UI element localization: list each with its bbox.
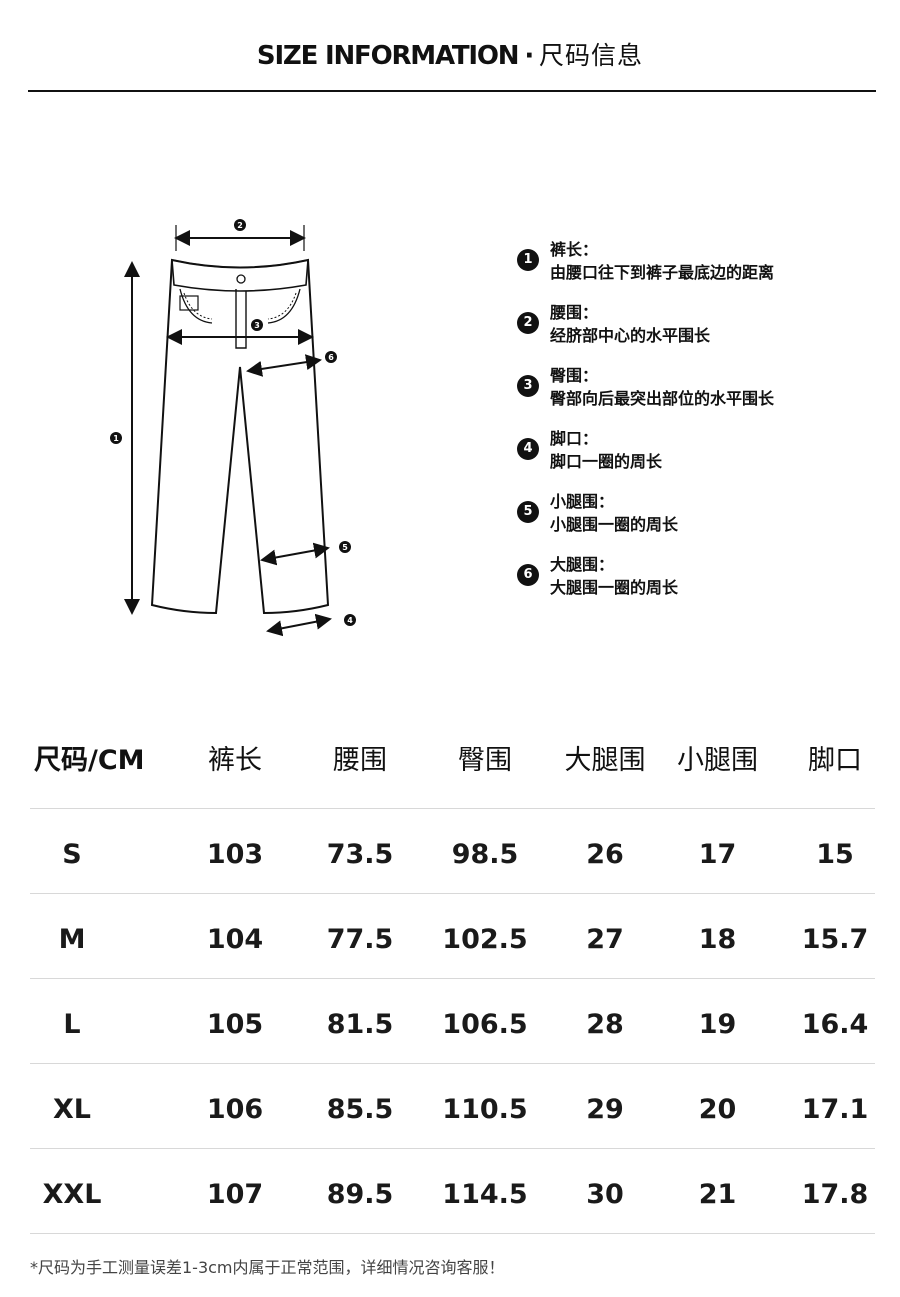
cell-calf: 21 [698, 1179, 737, 1210]
legend-title: 裤长： [550, 240, 599, 259]
footnote: *尺码为手工测量误差1-3cm内属于正常范围，详细情况咨询客服！ [30, 1258, 505, 1277]
measurement-lines [124, 225, 332, 637]
header-size: 尺码/CM [34, 745, 145, 776]
cell-waist: 89.5 [326, 1179, 394, 1210]
cell-length: 105 [206, 1009, 264, 1040]
cell-size: L [63, 1009, 81, 1040]
legend-description: 由腰口往下到裤子最底边的距离 [550, 263, 775, 282]
pants-outline [150, 258, 330, 615]
cell-calf: 17 [698, 839, 737, 870]
table-row: S 103 73.5 98.5 26 17 15 [30, 809, 875, 894]
table-row: L 105 81.5 106.5 28 19 16.4 [30, 979, 875, 1064]
legend-item: 6 大腿围： 大腿围一圈的周长 [517, 551, 857, 614]
title-separator: · [524, 41, 534, 71]
legend-description: 经脐部中心的水平围长 [550, 326, 711, 345]
title-cn: 尺码信息 [539, 41, 644, 70]
title-en: SIZE INFORMATION [256, 41, 520, 71]
cell-hip: 110.5 [442, 1094, 528, 1125]
cell-thigh: 26 [586, 839, 624, 870]
cell-size: S [62, 839, 82, 870]
header-calf: 小腿围 [677, 745, 758, 776]
cell-hem: 15.7 [801, 924, 869, 955]
page-title: SIZE INFORMATION·尺码信息 [0, 36, 900, 72]
header-length: 裤长 [208, 745, 262, 776]
cell-hem: 17.8 [801, 1179, 869, 1210]
legend-item: 3 臀围： 臀部向后最突出部位的水平围长 [517, 362, 857, 425]
legend-item: 1 裤长： 由腰口往下到裤子最底边的距离 [517, 236, 857, 299]
cell-hip: 114.5 [442, 1179, 528, 1210]
header-hip: 臀围 [458, 745, 512, 776]
cell-waist: 81.5 [326, 1009, 394, 1040]
calf-line [260, 542, 330, 566]
legend-description: 大腿围一圈的周长 [550, 578, 679, 597]
legend-item: 4 脚口： 脚口一圈的周长 [517, 425, 857, 488]
legend-title: 小腿围： [550, 492, 615, 511]
header-waist: 腰围 [333, 745, 387, 776]
cell-length: 103 [206, 839, 264, 870]
cell-calf: 18 [698, 924, 737, 955]
cell-thigh: 29 [586, 1094, 624, 1125]
legend-number: 2 [517, 312, 539, 334]
cell-calf: 19 [698, 1009, 737, 1040]
cell-hip: 98.5 [451, 839, 519, 870]
table-row: XXL 107 89.5 114.5 30 21 17.8 [30, 1149, 875, 1234]
header-divider [28, 90, 876, 92]
cell-waist: 73.5 [326, 839, 394, 870]
cell-thigh: 28 [586, 1009, 624, 1040]
legend-description: 臀部向后最突出部位的水平围长 [550, 389, 775, 408]
legend-description: 脚口一圈的周长 [550, 452, 663, 471]
hem-line [266, 613, 332, 637]
marker-1: 1 [113, 434, 119, 443]
cell-size: XL [52, 1094, 92, 1125]
marker-2: 2 [237, 221, 243, 230]
legend-number: 3 [517, 375, 539, 397]
header-thigh: 大腿围 [564, 745, 646, 776]
legend-description: 小腿围一圈的周长 [550, 515, 679, 534]
cell-thigh: 30 [586, 1179, 624, 1210]
diagram-markers: 1 2 3 4 5 6 [110, 219, 356, 626]
legend-title: 脚口： [550, 429, 599, 448]
legend-item: 2 腰围： 经脐部中心的水平围长 [517, 299, 857, 362]
legend-number: 5 [517, 501, 539, 523]
cell-length: 104 [206, 924, 264, 955]
thigh-line [246, 354, 322, 377]
cell-hem: 16.4 [801, 1009, 869, 1040]
cell-length: 106 [206, 1094, 264, 1125]
cell-hem: 17.1 [801, 1094, 869, 1125]
cell-hem: 15 [816, 839, 854, 870]
table-row: M 104 77.5 102.5 27 18 15.7 [30, 894, 875, 979]
cell-hip: 106.5 [442, 1009, 528, 1040]
cell-waist: 85.5 [326, 1094, 394, 1125]
cell-size: XXL [42, 1179, 102, 1210]
marker-5: 5 [342, 543, 348, 552]
marker-6: 6 [328, 353, 334, 362]
marker-4: 4 [347, 616, 353, 625]
legend-title: 臀围： [550, 366, 599, 385]
pants-diagram: 1 2 3 4 5 6 [110, 219, 356, 637]
cell-waist: 77.5 [326, 924, 394, 955]
size-table: 尺码/CM 裤长 腰围 臀围 大腿围 小腿围 脚口 S 103 73.5 98.… [30, 720, 875, 1234]
cell-hip: 102.5 [442, 924, 528, 955]
header-hem: 脚口 [808, 745, 862, 776]
cell-calf: 20 [698, 1094, 737, 1125]
table-header-row: 尺码/CM 裤长 腰围 臀围 大腿围 小腿围 脚口 [30, 720, 875, 809]
cell-thigh: 27 [586, 924, 624, 955]
legend-item: 5 小腿围： 小腿围一圈的周长 [517, 488, 857, 551]
legend-number: 1 [517, 249, 539, 271]
legend-number: 4 [517, 438, 539, 460]
legend-title: 大腿围： [550, 555, 615, 574]
table-row: XL 106 85.5 110.5 29 20 17.1 [30, 1064, 875, 1149]
measurement-legend: 1 裤长： 由腰口往下到裤子最底边的距离 2 腰围： 经脐部中心的水平围长 3 … [517, 236, 857, 614]
cell-length: 107 [206, 1179, 264, 1210]
cell-size: M [58, 924, 86, 955]
marker-3: 3 [254, 321, 260, 330]
legend-title: 腰围： [550, 303, 599, 322]
legend-number: 6 [517, 564, 539, 586]
